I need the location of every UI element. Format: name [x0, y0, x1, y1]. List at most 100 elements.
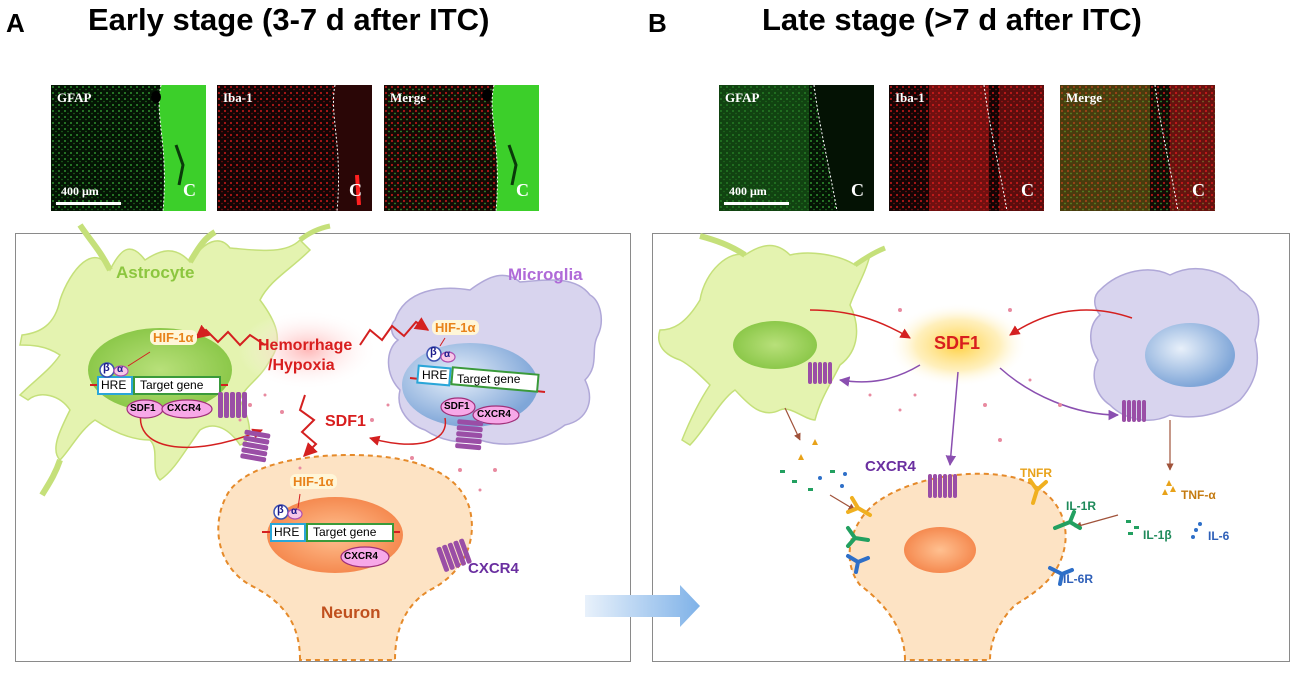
scale-bar	[56, 202, 121, 205]
cytokine-to-neuron-arrow-right	[1074, 514, 1119, 529]
panel-a-title: Early stage (3-7 d after ITC)	[88, 2, 490, 37]
zigzag-arrow-micro	[359, 317, 430, 346]
il1b-label: IL-1β	[1143, 528, 1172, 542]
microglia-b	[1090, 267, 1260, 421]
microglia-b-nucleus	[1145, 323, 1235, 387]
merge-label: Merge	[1066, 90, 1103, 105]
microglia-label: Microglia	[508, 265, 583, 284]
core-marker: C	[1192, 180, 1205, 200]
iba1-label: Iba-1	[223, 90, 253, 105]
target-gene-label: Target gene	[313, 525, 377, 539]
core-marker: C	[851, 180, 864, 200]
cytokines-right	[1126, 480, 1202, 539]
hemorrhage-glow	[238, 310, 378, 390]
il1r-label: IL-1R	[1066, 499, 1096, 513]
tnfr-label: TNFR	[1020, 466, 1052, 480]
cxcr4-receptor-neuron-side	[436, 538, 472, 572]
astrocyte-b	[658, 233, 886, 446]
panel-b-title: Late stage (>7 d after ITC)	[762, 2, 1142, 37]
il1r-receptor	[1053, 510, 1082, 530]
alpha-label: α	[444, 349, 451, 360]
panel-b-letter: B	[648, 8, 667, 38]
sdf1-label-a: SDF1	[325, 413, 366, 430]
tnfa-label: TNF-α	[1181, 488, 1216, 502]
hif-label-astro: HIF-1α	[150, 330, 197, 345]
tnfr-receptor-left	[846, 496, 872, 517]
micro-to-sdf1-arrow	[1009, 309, 1133, 336]
astrocyte-label: Astrocyte	[116, 263, 195, 282]
hypoxia-label: /Hypoxia	[268, 357, 335, 374]
astro-secretion-arrow	[784, 407, 801, 441]
gene-box-micro	[409, 337, 546, 425]
micrograph-b-merge: Merge C	[1060, 85, 1215, 211]
il6r-receptor-left	[846, 554, 870, 574]
gfap-label: GFAP	[725, 90, 760, 105]
merge-image	[1060, 85, 1215, 211]
sdf1-glow	[888, 303, 1028, 387]
cxcr4-gene-label: CXCR4	[477, 409, 511, 420]
target-gene-label: Target gene	[457, 372, 521, 386]
sdf1-to-neuron-arrow	[945, 371, 959, 467]
iba1-label: Iba-1	[895, 90, 925, 105]
astrocyte-b-nucleus	[733, 321, 817, 369]
cxcr4-receptor-b-neuron	[928, 474, 957, 498]
beta-label: β	[103, 362, 110, 374]
iba1-image	[889, 85, 1044, 211]
micrograph-a-iba1: Iba-1 C	[217, 85, 372, 211]
cxcr4-receptor-b-astro	[808, 362, 832, 384]
il1r-receptor-left	[846, 526, 870, 548]
gfap-label: GFAP	[57, 90, 92, 105]
cytokines-left	[780, 439, 847, 491]
sdf1-dots-a	[238, 393, 497, 492]
core-marker: C	[183, 180, 196, 200]
hemorrhage-label: Hemorrhage	[258, 337, 353, 354]
beta-label: β	[430, 346, 437, 358]
gene-box-neuron	[262, 493, 400, 568]
neuron-b	[848, 472, 1067, 661]
sdf1-dots-b	[868, 308, 1062, 442]
gene-box-astro	[90, 351, 228, 419]
cxcr4-receptor-b-micro	[1122, 400, 1146, 422]
cxcr4-receptor-label: CXCR4	[468, 560, 519, 577]
core-marker: C	[1021, 180, 1034, 200]
scale-text: 400 μm	[61, 184, 99, 198]
gfap-image	[51, 85, 206, 211]
micrograph-b-gfap: GFAP 400 μm C	[719, 85, 874, 211]
merge-image	[384, 85, 539, 211]
sdf1-gene-label: SDF1	[130, 403, 156, 414]
hif-label-neuron: HIF-1α	[290, 474, 337, 489]
micrograph-a-gfap: GFAP 400 μm C	[51, 85, 206, 211]
sdf1-arrow-astro	[139, 407, 263, 448]
cxcr4-receptor-neuron-top	[240, 429, 271, 463]
merge-label: Merge	[390, 90, 427, 105]
tnfr-receptor	[1028, 478, 1048, 505]
scale-text: 400 μm	[729, 184, 767, 198]
scale-bar	[724, 202, 789, 205]
sdf1-label-b: SDF1	[934, 333, 981, 353]
zigzag-arrow-neuron	[298, 394, 318, 457]
iba1-image	[217, 85, 372, 211]
sdf1-to-micro-arrow	[999, 367, 1120, 421]
core-marker: C	[349, 180, 362, 200]
neuron-b-nucleus	[904, 527, 976, 573]
alpha-label: α	[291, 506, 298, 517]
cxcr4-gene-label: CXCR4	[167, 403, 201, 414]
cxcr4-label-b: CXCR4	[865, 458, 916, 475]
cxcr4-gene-label: CXCR4	[344, 551, 378, 562]
micrograph-b-iba1: Iba-1 C	[889, 85, 1044, 211]
il6r-label: IL-6R	[1063, 572, 1093, 586]
hre-label: HRE	[422, 368, 448, 382]
panel-a-letter: A	[6, 8, 25, 38]
core-marker: C	[516, 180, 529, 200]
gfap-image	[719, 85, 874, 211]
beta-label: β	[277, 504, 284, 516]
transition-arrow	[585, 585, 700, 627]
micrograph-a-merge: Merge C	[384, 85, 539, 211]
sdf1-gene-label: SDF1	[444, 401, 470, 412]
cxcr4-receptor-micro	[455, 419, 484, 451]
neuron-label: Neuron	[321, 603, 381, 622]
il6-label: IL-6	[1208, 529, 1230, 543]
target-gene-label: Target gene	[140, 378, 204, 392]
cytokine-to-neuron-arrow	[829, 494, 856, 511]
